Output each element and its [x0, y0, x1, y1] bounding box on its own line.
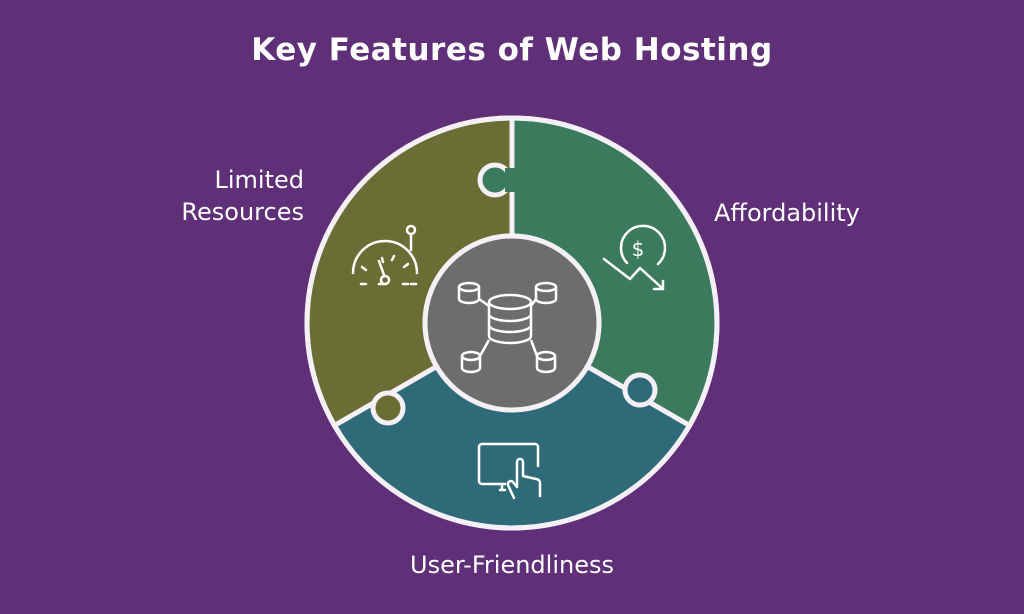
label-affordability: Affordability	[714, 199, 860, 227]
database-network-icon	[457, 281, 558, 374]
touch-monitor-icon	[477, 442, 542, 500]
diagram-title: Key Features of Web Hosting	[251, 32, 773, 68]
puzzle-knob	[370, 390, 406, 426]
label-limited-resources: Limited Resources	[181, 164, 304, 228]
dollar-down-icon: $	[602, 224, 667, 291]
label-user-friendliness: User-Friendliness	[410, 551, 614, 579]
outer-ring	[304, 115, 720, 531]
label-line: Limited	[214, 166, 305, 194]
svg-text:$: $	[632, 237, 645, 261]
speedometer-icon	[351, 224, 419, 286]
puzzle-knob	[622, 372, 658, 408]
label-line: Resources	[181, 198, 304, 226]
center-circle	[422, 233, 602, 413]
